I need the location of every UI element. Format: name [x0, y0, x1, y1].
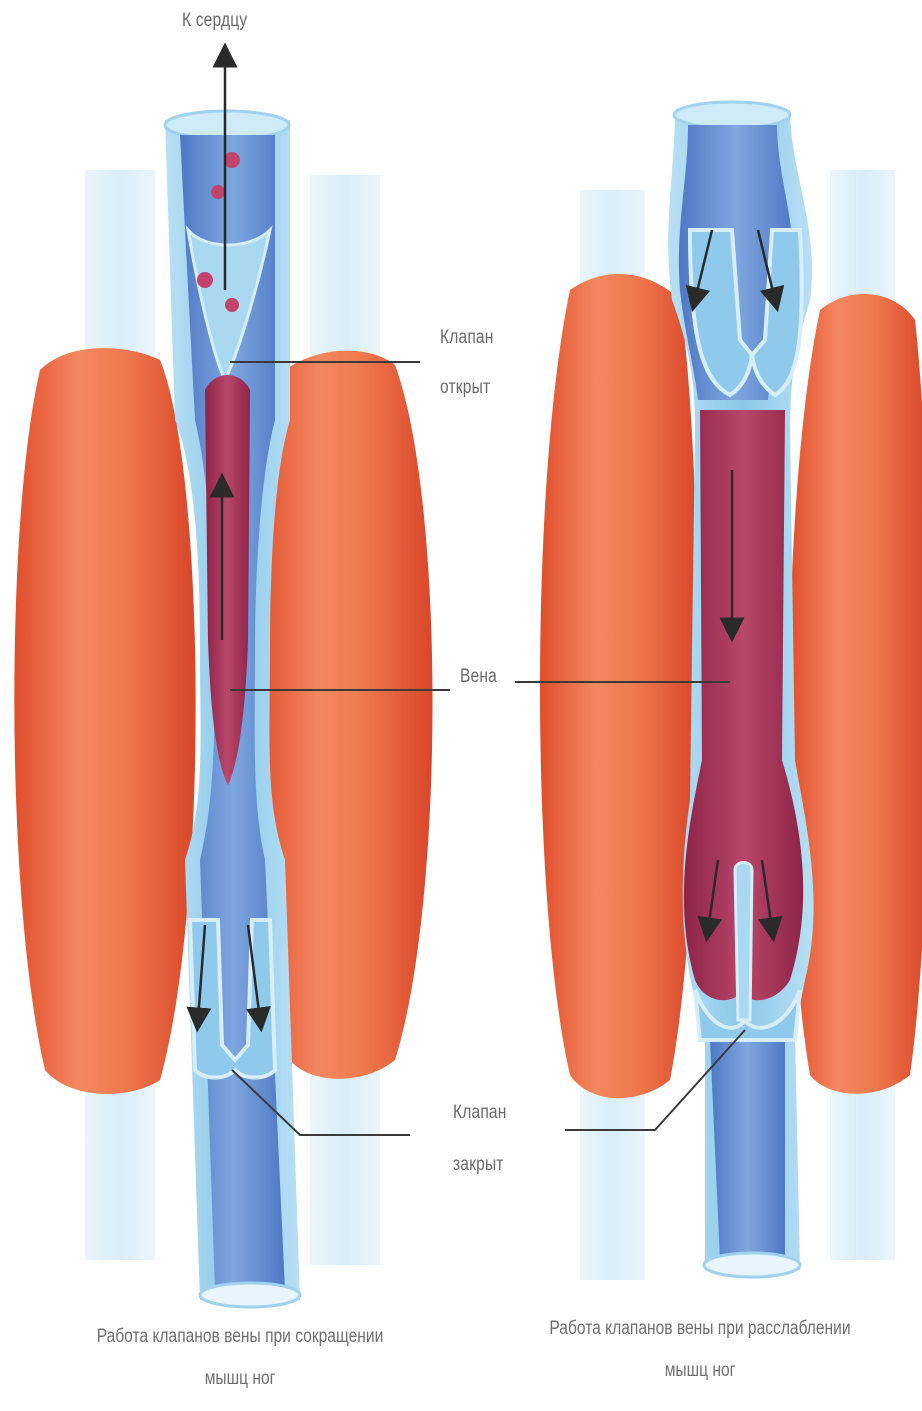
blood-drop-1	[224, 152, 240, 168]
label-valve-open-line1: Клапан	[440, 325, 494, 351]
caption-left-line1: Работа клапанов вены при сокращении	[51, 1318, 428, 1356]
right-panel	[540, 102, 922, 1280]
vein-right-lower-lumen	[710, 1040, 785, 1260]
label-to-heart: К сердцу	[182, 8, 247, 34]
blood-drop-3	[197, 272, 213, 288]
valve-closed-right-divider	[735, 863, 752, 1021]
blood-drop-4	[225, 298, 239, 312]
left-panel	[14, 55, 432, 1307]
label-valve-open-line2: открыт	[440, 375, 490, 401]
label-valve-closed-line1: Клапан	[453, 1100, 507, 1126]
label-valve-closed-line2: закрыт	[453, 1152, 504, 1178]
caption-left-line2: мышц ног	[51, 1360, 428, 1398]
vein-right-top-opening	[674, 102, 790, 128]
blood-drop-2	[211, 185, 225, 199]
vein-right-bottom-opening	[704, 1253, 800, 1277]
vein-left-top-opening	[165, 111, 289, 139]
muscle-right-a	[540, 274, 698, 1098]
caption-right-line2: мышц ног	[520, 1352, 881, 1390]
caption-right-line1: Работа клапанов вены при расслаблении	[520, 1310, 881, 1348]
muscle-left-a	[14, 348, 195, 1094]
vein-left-bottom-opening	[200, 1283, 300, 1307]
muscle-right-b	[789, 294, 922, 1094]
label-vein: Вена	[460, 664, 497, 690]
